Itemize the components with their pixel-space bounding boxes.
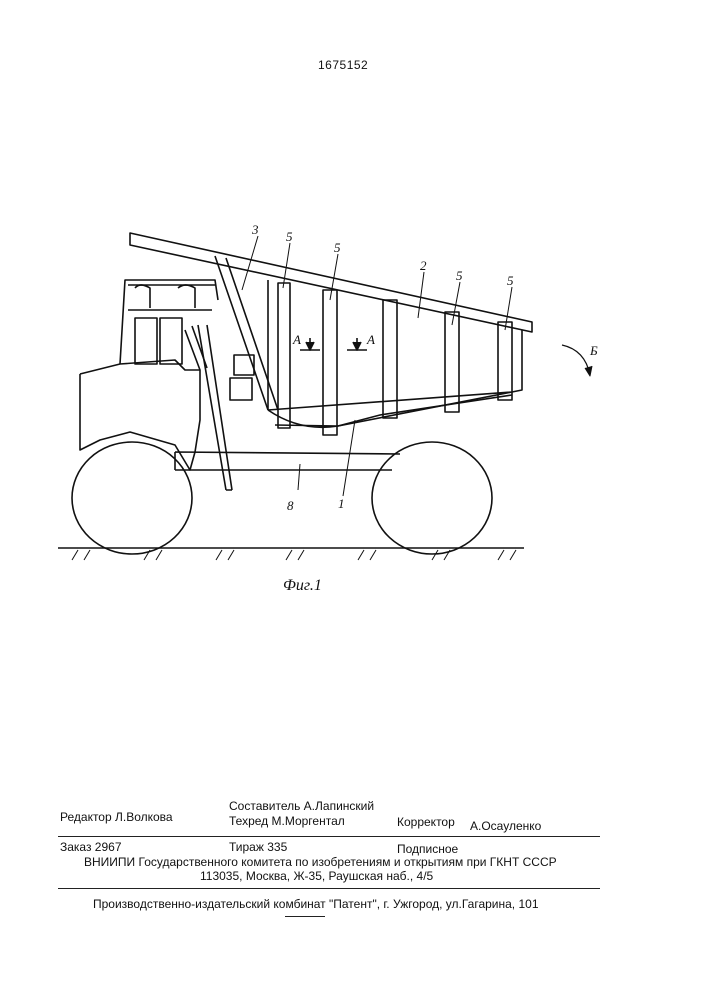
label-rib: 5 [334, 240, 341, 255]
cylinder [234, 355, 254, 375]
address-line: 113035, Москва, Ж-35, Раушская наб., 4/5 [200, 869, 433, 883]
corrector-name: А.Осауленко [470, 819, 541, 833]
leader-lines [242, 236, 512, 496]
label-section-a: А [292, 332, 301, 347]
front-post [198, 325, 232, 490]
editor-credit: Редактор Л.Волкова [60, 810, 173, 824]
canopy [130, 233, 532, 332]
footer-divider [58, 888, 600, 889]
label-strut: 3 [251, 222, 259, 237]
footer-divider [58, 836, 600, 837]
short-rule [285, 916, 325, 917]
publisher-line: Производственно-издательский комбинат "П… [93, 897, 539, 911]
label-rib: 5 [456, 268, 463, 283]
frame-member [175, 452, 400, 470]
label-body-top: 2 [420, 258, 427, 273]
section-a-markers [300, 338, 367, 350]
cab-front [80, 360, 200, 470]
compiler-credit: Составитель А.Лапинский [229, 799, 374, 813]
techeditor-credit: Техред М.Моргентал [229, 814, 345, 828]
cab-window-frame [128, 285, 215, 310]
label-body: 1 [338, 496, 345, 511]
rear-wheel [372, 442, 492, 554]
body-bottom-line [275, 395, 512, 426]
cab-roof-curve [135, 285, 195, 308]
label-section-a: А [366, 332, 375, 347]
view-b-arrow [562, 345, 590, 375]
circulation: Тираж 335 [229, 840, 287, 854]
figure-caption: Фиг.1 [283, 577, 322, 594]
label-rib: 5 [507, 273, 514, 288]
order-number: Заказ 2967 [60, 840, 122, 854]
label-rib: 5 [286, 229, 293, 244]
cab-window-2 [160, 318, 182, 364]
institute-line: ВНИИПИ Государственного комитета по изоб… [84, 855, 557, 869]
figure-1-drawing: 3 5 5 2 5 5 А А Б 8 1 Фиг.1 [0, 0, 707, 620]
label-view-b: Б [589, 343, 598, 358]
front-wheel [72, 442, 192, 554]
cab-window-1 [135, 318, 157, 364]
corrector-label: Корректор [397, 815, 455, 829]
subscription-note: Подписное [397, 842, 458, 856]
label-frame: 8 [287, 498, 294, 513]
